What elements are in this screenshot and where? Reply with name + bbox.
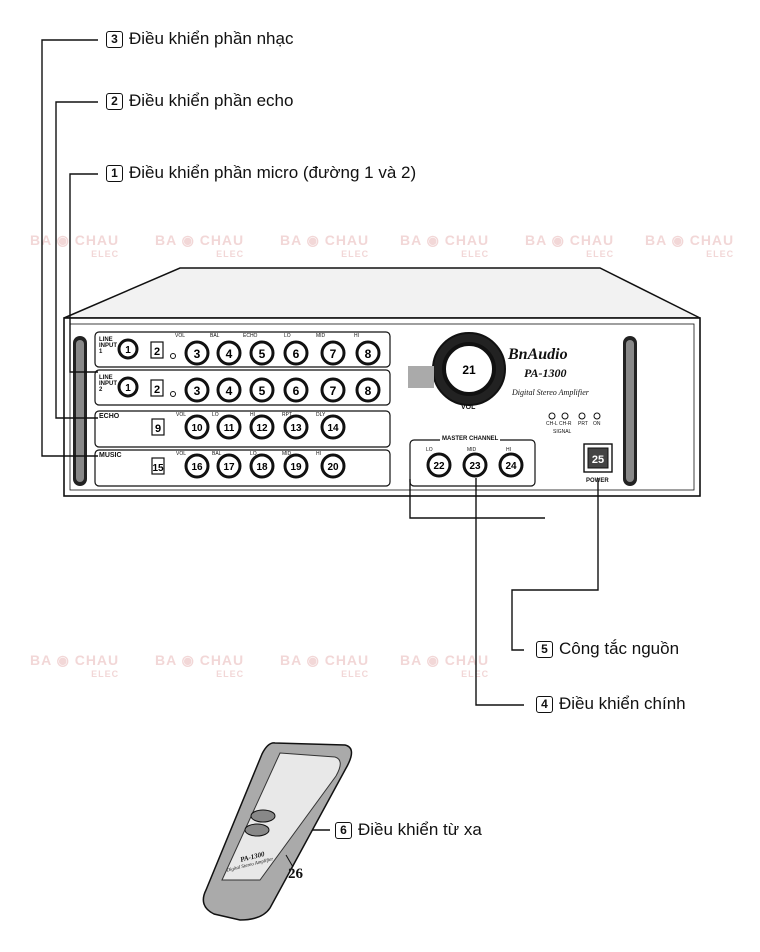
svg-text:3: 3 [194, 347, 201, 361]
svg-text:17: 17 [223, 462, 235, 473]
echo-knob-label-0: VOL [176, 412, 187, 418]
mic-jack-2 [117, 376, 139, 398]
svg-text:8: 8 [365, 384, 372, 398]
music-box [94, 449, 391, 487]
svg-text:23: 23 [469, 461, 481, 472]
led-label-2: PRT [578, 421, 588, 427]
svg-text:2: 2 [154, 384, 160, 396]
echo-knob-label-4: DLY [316, 412, 326, 418]
model-subtitle: Digital Stereo Amplifier [512, 388, 589, 397]
model-name: PA-1300 [524, 366, 567, 380]
mic-knob-label-0: VOL [175, 333, 186, 339]
svg-text:1: 1 [125, 383, 131, 394]
mic-knob-label-5: HI [354, 333, 359, 339]
music-label: MUSIC [99, 452, 122, 459]
signal-label: SIGNAL [553, 429, 572, 435]
svg-text:13: 13 [290, 423, 302, 434]
master-knobs: 22 23 24 [426, 452, 524, 478]
line-input-1-box [94, 331, 391, 368]
callout-lines [41, 39, 599, 831]
master-channel-label: MASTER CHANNEL [440, 436, 501, 442]
remote-control [202, 742, 353, 921]
svg-text:7: 7 [330, 384, 337, 398]
svg-text:21: 21 [462, 363, 476, 377]
svg-text:20: 20 [327, 462, 339, 473]
music-knob-label-4: HI [316, 451, 321, 457]
master-knob-label-0: LO [426, 447, 433, 453]
echo-knob-label-2: HI [250, 412, 255, 418]
music-knob-label-0: VOL [176, 451, 187, 457]
svg-text:16: 16 [191, 462, 203, 473]
master-knob-label-2: HI [506, 447, 511, 453]
svg-text:14: 14 [327, 423, 339, 434]
svg-text:8: 8 [365, 347, 372, 361]
music-knob-label-2: LO [250, 451, 257, 457]
mic-knob-label-3: LO [284, 333, 291, 339]
brand-logo: BnAudio [508, 346, 568, 363]
power-label: POWER [586, 478, 609, 484]
echo-box [94, 410, 391, 448]
svg-text:18: 18 [256, 462, 268, 473]
master-knob-label-1: MID [467, 447, 477, 453]
svg-text:24: 24 [505, 461, 517, 472]
svg-text:5: 5 [259, 347, 266, 361]
line-input-2-label: LINE INPUT 2 [99, 375, 117, 393]
svg-text:3: 3 [194, 384, 201, 398]
ir-sensor [408, 366, 434, 388]
main-volume-knob [442, 342, 496, 396]
svg-text:2: 2 [154, 346, 160, 358]
mic1-knobs: 3 4 5 6 7 8 [184, 340, 381, 366]
led-label-1: CH-R [559, 421, 572, 427]
mic-knob-label-1: BAL [210, 333, 220, 339]
music-knob-label-1: BAL [212, 451, 222, 457]
remote-number: 26 [288, 866, 303, 882]
music-knob-label-3: MID [282, 451, 292, 457]
amp-top-lid [63, 267, 701, 319]
svg-text:19: 19 [290, 462, 302, 473]
line-input-2-box [94, 369, 391, 406]
led-label-0: CH-L [546, 421, 558, 427]
svg-text:12: 12 [256, 423, 268, 434]
echo-knob-label-1: LO [212, 412, 219, 418]
svg-text:25: 25 [592, 454, 604, 466]
svg-text:1: 1 [125, 345, 131, 356]
echo-knob-label-3: RPT [282, 412, 292, 418]
svg-text:6: 6 [293, 384, 300, 398]
svg-text:11: 11 [224, 423, 235, 434]
svg-text:6: 6 [293, 347, 300, 361]
svg-text:7: 7 [330, 347, 337, 361]
mic2-knobs: 3 4 5 6 7 8 [184, 377, 381, 403]
echo-label: ECHO [99, 413, 120, 420]
svg-text:5: 5 [259, 384, 266, 398]
svg-text:10: 10 [191, 423, 203, 434]
volume-label: VOL [461, 404, 476, 411]
line-input-1-label: LINE INPUT 1 [99, 337, 117, 355]
mic-jack-1 [117, 338, 139, 360]
music-knobs: 16 17 18 19 20 [184, 453, 346, 479]
mic-knob-label-2: ECHO [243, 333, 258, 339]
svg-text:15: 15 [152, 463, 164, 474]
svg-text:4: 4 [226, 347, 233, 361]
echo-knobs: 10 11 12 13 14 [184, 414, 346, 440]
mic-knob-label-4: MID [316, 333, 326, 339]
svg-text:22: 22 [433, 461, 445, 472]
svg-text:4: 4 [226, 384, 233, 398]
svg-text:9: 9 [155, 423, 161, 435]
led-label-3: ON [593, 421, 601, 427]
